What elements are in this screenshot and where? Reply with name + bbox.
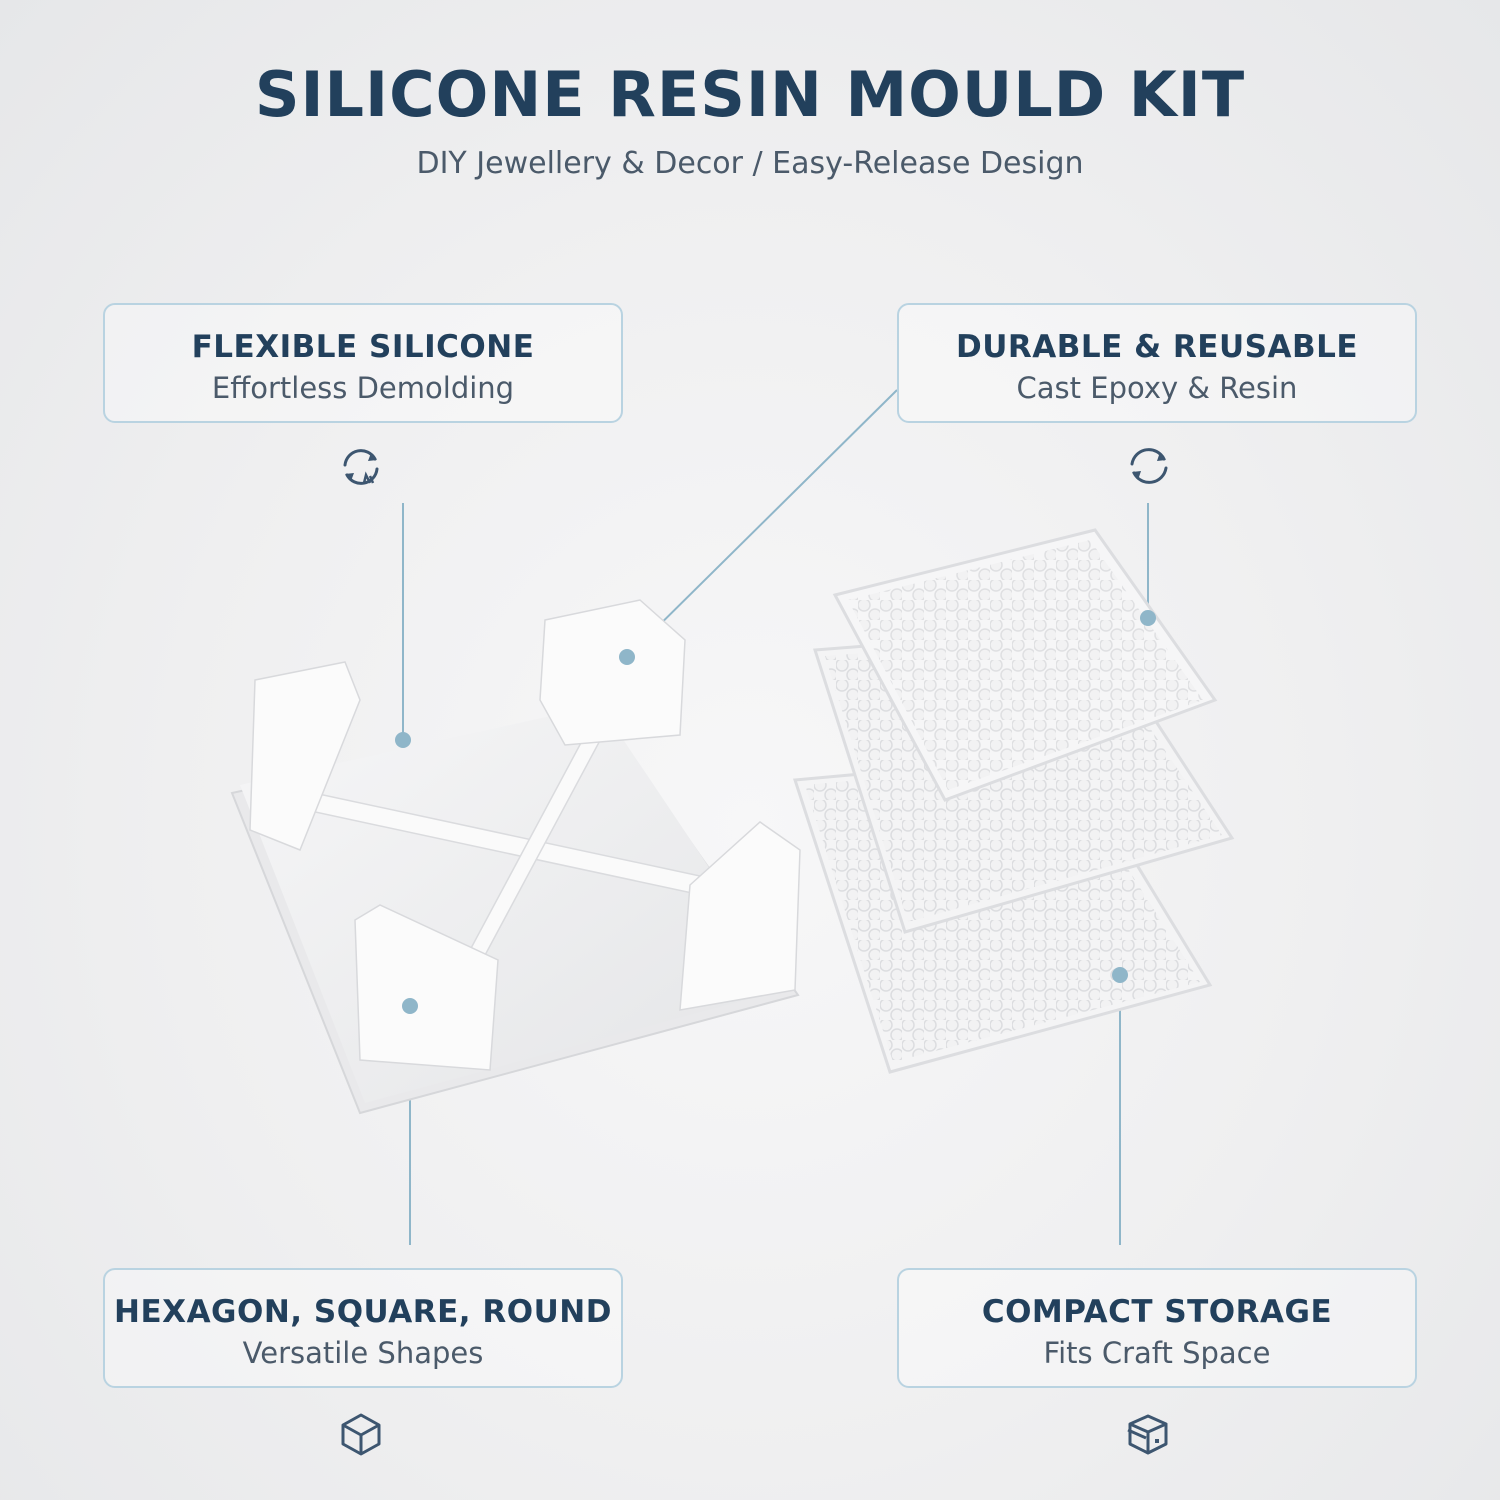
feature-card-storage: COMPACT STORAGE Fits Craft Space	[897, 1268, 1417, 1388]
feature-card-shapes: HEXAGON, SQUARE, ROUND Versatile Shapes	[103, 1268, 623, 1388]
square-mould	[230, 599, 801, 1115]
feature-title: DURABLE & REUSABLE	[955, 329, 1359, 365]
page-subtitle: DIY Jewellery & Decor / Easy-Release Des…	[416, 146, 1084, 181]
feature-title: COMPACT STORAGE	[981, 1294, 1333, 1330]
feature-card-durable: DURABLE & REUSABLE Cast Epoxy & Resin	[897, 303, 1417, 423]
feature-title: FLEXIBLE SILICONE	[191, 329, 535, 365]
refresh-icon	[1130, 448, 1168, 484]
feature-subtitle: Cast Epoxy & Resin	[1016, 371, 1298, 405]
page-title: SILICONE RESIN MOULD KIT	[254, 58, 1246, 131]
feature-title: HEXAGON, SQUARE, ROUND	[114, 1294, 612, 1330]
feature-subtitle: Effortless Demolding	[211, 371, 515, 405]
feature-subtitle: Versatile Shapes	[242, 1336, 484, 1370]
feature-subtitle: Fits Craft Space	[1043, 1336, 1271, 1370]
cube-icon	[341, 1413, 381, 1456]
connector-dots	[395, 610, 1156, 1014]
feature-card-flexible: FLEXIBLE SILICONE Effortless Demolding	[103, 303, 623, 423]
box-icon	[1127, 1414, 1168, 1455]
hexagon-trays	[792, 528, 1235, 1074]
recycle-icon	[343, 449, 379, 485]
